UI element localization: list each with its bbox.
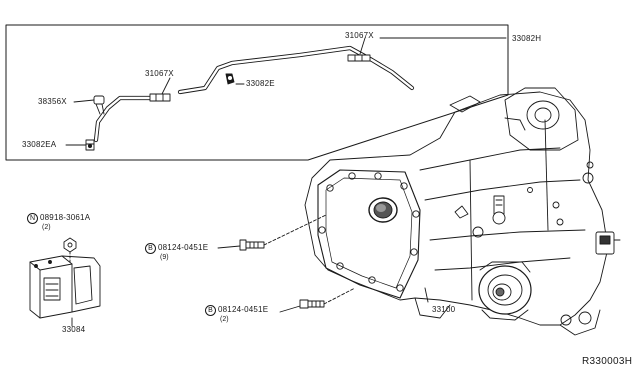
bolt-icon (299, 299, 325, 309)
transfer-case-housing (304, 87, 621, 336)
part-qty-bolt-b: (2) (220, 316, 229, 323)
leader-line (217, 245, 241, 249)
part-label-breather: 38356X (38, 97, 67, 106)
bolt-icon (239, 239, 265, 251)
part-label-clip-a: 33082E (246, 79, 275, 88)
part-label-bolt-a: 08124-0451E (158, 243, 209, 252)
nut-callout-symbol: N (27, 213, 38, 224)
part-qty-nut: (2) (42, 224, 51, 231)
control-unit-icon (29, 255, 101, 319)
diagram-reference-code: R330003H (582, 356, 633, 367)
alignment-dashed-line (263, 214, 327, 246)
leader-line (424, 287, 429, 303)
part-label-hose-lower: 31067X (145, 69, 174, 78)
leader-line (161, 77, 171, 95)
part-qty-bolt-a: (9) (160, 254, 169, 261)
alignment-dashed-line (323, 287, 356, 305)
bolt-callout-symbol: B (205, 305, 216, 316)
leader-line (359, 37, 366, 55)
leader-line (279, 305, 301, 313)
part-label-control-unit: 33084 (62, 325, 86, 334)
sensor-stud-icon (492, 195, 506, 225)
output-flange-icon (478, 261, 532, 321)
part-label-bolt-b: 08124-0451E (218, 305, 269, 314)
inset-frame (5, 24, 509, 161)
nut-icon (63, 237, 77, 253)
breather-cap-icon (93, 95, 105, 115)
part-label-assembly: 33082H (512, 34, 542, 43)
breather-hose-lower (93, 95, 153, 143)
hose-clip-icon (225, 73, 235, 85)
part-label-nut: 08918-3061A (40, 213, 91, 222)
part-label-hose-upper: 31067X (345, 31, 374, 40)
hose-connector-lower (149, 93, 171, 102)
leader-line (73, 99, 95, 103)
hose-clip-icon (85, 139, 95, 151)
hose-connector-upper (347, 54, 371, 62)
part-label-transfer-case: 33100 (432, 305, 456, 314)
part-label-clip-b: 33082EA (22, 140, 57, 149)
bolt-callout-symbol: B (145, 243, 156, 254)
